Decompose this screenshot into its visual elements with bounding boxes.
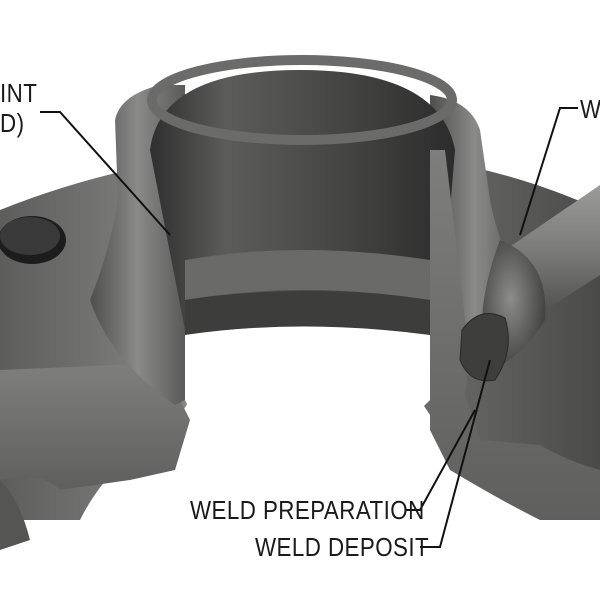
label-weld-preparation: WELD PREPARATION bbox=[190, 495, 425, 525]
leader-joint bbox=[40, 111, 171, 236]
leader-weld-deposit bbox=[420, 359, 491, 548]
leader-weld-preparation bbox=[405, 409, 476, 511]
label-joint-line1: INT bbox=[0, 78, 38, 108]
weld-deposit-section bbox=[459, 313, 509, 382]
label-joint-line2: D) bbox=[0, 108, 25, 138]
leader-weld-top bbox=[519, 107, 578, 236]
label-weld-top: W bbox=[580, 94, 600, 124]
center-opening bbox=[185, 326, 430, 410]
left-cut-face bbox=[0, 365, 190, 490]
label-weld-deposit: WELD DEPOSIT bbox=[255, 532, 430, 562]
